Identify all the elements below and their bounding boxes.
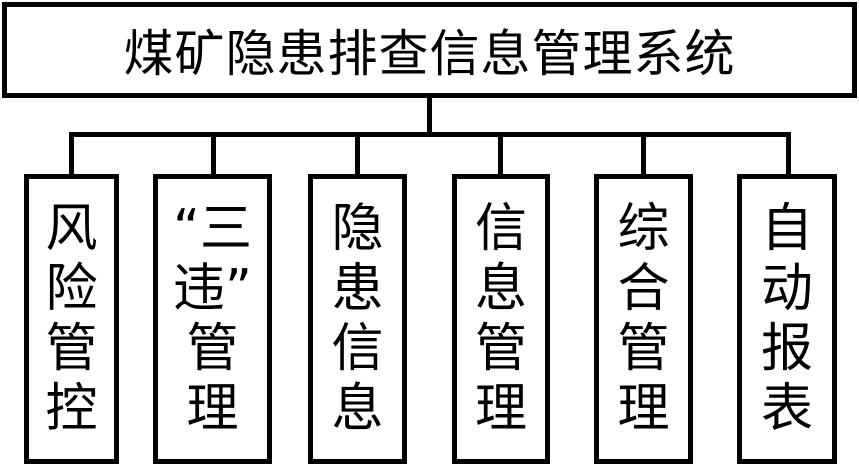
node-auto-report: 自 动 报 表 bbox=[737, 174, 837, 464]
connector-drop-5 bbox=[641, 132, 646, 176]
node-label-char: 自 bbox=[760, 199, 813, 259]
node-hazard-info: 隐 患 信 息 bbox=[308, 174, 407, 464]
connector-drop-4 bbox=[498, 132, 503, 176]
root-node-label: 煤矿隐患排查信息管理系统 bbox=[123, 25, 736, 83]
connector-drop-6 bbox=[786, 132, 791, 176]
node-label-char: 管 bbox=[617, 319, 670, 379]
node-label-char: 息 bbox=[474, 259, 527, 319]
connector-trunk bbox=[427, 96, 432, 136]
node-label-char: 信 bbox=[474, 199, 527, 259]
node-label-char: 管 bbox=[474, 319, 527, 379]
node-label-char: 综 bbox=[617, 199, 670, 259]
node-label-char: 报 bbox=[760, 319, 813, 379]
node-label-char: 违” bbox=[173, 259, 252, 319]
node-label-char: 信 bbox=[331, 319, 384, 379]
node-label-char: 理 bbox=[186, 379, 239, 439]
node-label-char: 风 bbox=[45, 199, 98, 259]
node-label-char: 理 bbox=[617, 379, 670, 439]
node-info-management: 信 息 管 理 bbox=[452, 174, 550, 464]
node-integrated-management: 综 合 管 理 bbox=[594, 174, 693, 464]
connector-bus bbox=[69, 132, 791, 137]
node-label-char: 管 bbox=[45, 319, 98, 379]
node-label-char: 动 bbox=[760, 259, 813, 319]
node-label-char: 险 bbox=[45, 259, 98, 319]
root-node-box: 煤矿隐患排查信息管理系统 bbox=[2, 2, 857, 98]
node-three-violations: “三 违” 管 理 bbox=[153, 174, 272, 464]
node-label-char: 患 bbox=[331, 259, 384, 319]
node-risk-control: 风 险 管 控 bbox=[24, 174, 119, 464]
node-label-char: 管 bbox=[186, 319, 239, 379]
node-label-char: 合 bbox=[617, 259, 670, 319]
node-label-char: 表 bbox=[760, 379, 813, 439]
node-label-char: 控 bbox=[45, 379, 98, 439]
node-label-char: 隐 bbox=[331, 199, 384, 259]
node-label-char: 理 bbox=[474, 379, 527, 439]
node-label-char: 息 bbox=[331, 379, 384, 439]
connector-drop-1 bbox=[69, 132, 74, 176]
connector-drop-2 bbox=[211, 132, 216, 176]
node-label-char: “三 bbox=[173, 199, 252, 259]
connector-drop-3 bbox=[355, 132, 360, 176]
